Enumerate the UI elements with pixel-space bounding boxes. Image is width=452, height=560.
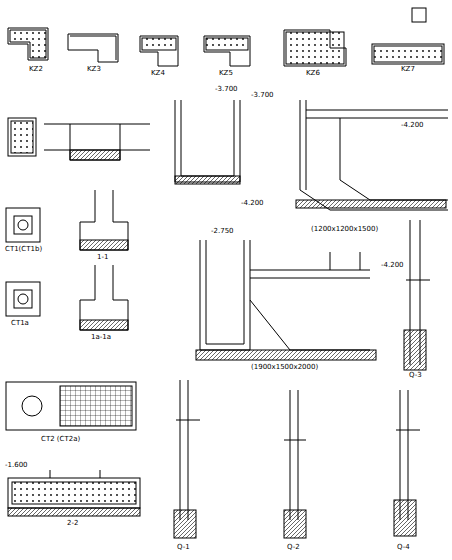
drawing-label: KZ4 [150,70,166,78]
drawing-label: 1-1 [96,254,109,262]
wall-sections [174,380,420,538]
drawing-label: (1200x1200x1500) [310,226,379,234]
drawing-label: KZ5 [218,70,234,78]
drawing-label: CT2 (CT2a) [40,436,81,444]
section-2-2 [8,470,140,516]
drawing-label: KZ2 [28,66,44,74]
drawing-label: Q-1 [176,544,191,552]
drawing-label: KZ7 [400,66,416,74]
drawing-label: Q-2 [286,544,301,552]
drawing-label: CT1(CT1b) [4,246,43,254]
elevator-pit-section [196,240,376,360]
drawing-label: -3.700 [214,86,239,94]
drawing-label: -4.200 [400,122,425,130]
drawing-label: KZ3 [86,66,102,74]
drawing-label: -2.750 [210,228,235,236]
drawing-label: -4.200 [380,262,405,270]
drawing-label: Q-3 [408,372,423,380]
drawing-label: 1a-1a [90,334,112,342]
drawing-label: -3.700 [250,92,275,100]
drawing-label: -4.200 [240,200,265,208]
column-sections [8,8,444,66]
drawing-label: Q-4 [396,544,411,552]
drawing-label: -1.600 [4,462,29,470]
drawing-label: CT1a [10,320,30,328]
beam-and-pit-sections [8,100,448,210]
wall-section-q3 [404,220,430,370]
pile-caps [6,190,128,330]
drawing-label: 2-2 [66,520,79,528]
ct2-plan [6,382,136,430]
drawing-label: KZ6 [305,70,321,78]
drawing-label: (1900x1500x2000) [250,364,319,372]
